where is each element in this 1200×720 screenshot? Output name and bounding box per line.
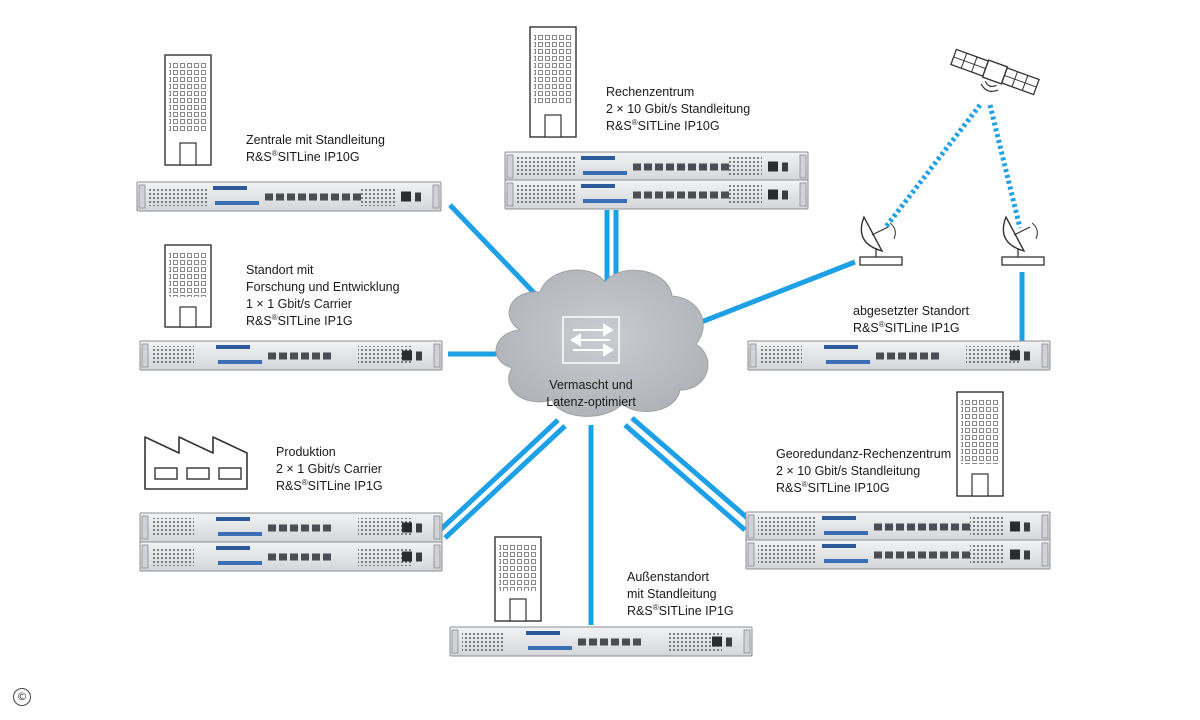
device-forschung bbox=[139, 340, 443, 371]
device-rechenzentrum-1 bbox=[504, 151, 809, 182]
device-abgesetzt bbox=[747, 340, 1051, 371]
factory-icon bbox=[144, 436, 248, 490]
device-rechenzentrum-2 bbox=[504, 179, 809, 210]
building-icon-forschung bbox=[164, 244, 212, 328]
label-produktion: Produktion 2 × 1 Gbit/s Carrier R&S®SITL… bbox=[276, 445, 383, 493]
building-icon-georedundanz bbox=[956, 391, 1004, 497]
building-icon-zentrale bbox=[164, 54, 212, 166]
mesh-cloud bbox=[495, 269, 709, 417]
building-icon-rechenzentrum bbox=[529, 26, 577, 138]
device-produktion-2 bbox=[139, 541, 443, 572]
switch-icon bbox=[562, 316, 620, 364]
device-georedundanz-1 bbox=[745, 511, 1051, 542]
link-produktion-a bbox=[438, 418, 560, 532]
label-rechenzentrum: Rechenzentrum 2 × 10 Gbit/s Standleitung… bbox=[606, 85, 751, 133]
satellite-icon bbox=[950, 48, 1040, 96]
label-forschung: Standort mit Forschung und Entwicklung 1… bbox=[246, 263, 400, 328]
device-zentrale bbox=[136, 181, 442, 212]
label-georedundanz: Georedundanz-Rechenzentrum 2 × 10 Gbit/s… bbox=[776, 447, 952, 495]
link-georedundanz-a bbox=[623, 423, 747, 532]
link-produktion-b bbox=[443, 424, 567, 540]
label-aussen: Außenstandort mit Standleitung R&S®SITLi… bbox=[627, 570, 734, 618]
label-zentrale: Zentrale mit Standleitung R&S®SITLine IP… bbox=[246, 133, 385, 164]
copyright-icon: © bbox=[13, 688, 31, 706]
dish-icon-right bbox=[1001, 215, 1045, 266]
device-produktion-1 bbox=[139, 512, 443, 543]
satellite-links bbox=[883, 103, 1023, 230]
dish-icon-left bbox=[859, 215, 903, 266]
building-icon-aussen bbox=[494, 536, 542, 622]
device-aussen bbox=[449, 626, 753, 657]
device-georedundanz-2 bbox=[745, 539, 1051, 570]
label-abgesetzt: abgesetzter Standort R&S®SITLine IP1G bbox=[853, 304, 970, 335]
link-georedundanz-b bbox=[630, 416, 754, 524]
cloud-label: Vermascht und Latenz-optimiert bbox=[546, 378, 636, 409]
